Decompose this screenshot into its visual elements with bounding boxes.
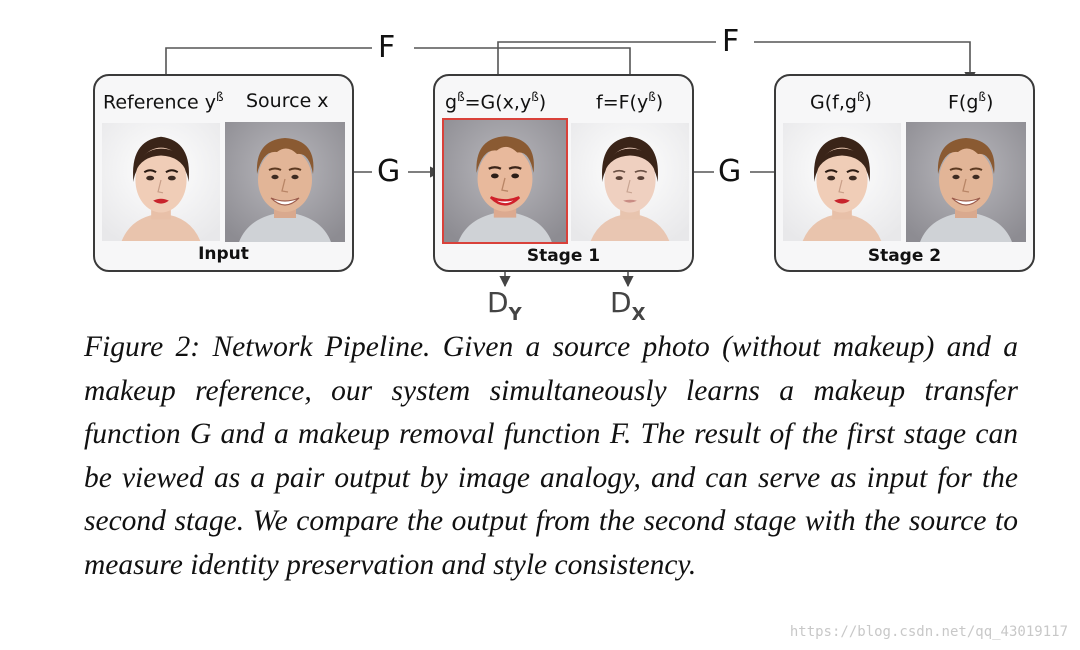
discriminator-x: DX <box>610 286 646 325</box>
stage2-f-label: F(gß) <box>948 90 994 114</box>
f-label-right: F <box>722 24 740 59</box>
discriminator-y: DY <box>487 286 522 325</box>
stage2-woman-photo <box>783 122 901 242</box>
stage2-caption: Stage 2 <box>867 246 942 266</box>
stage2-g-label: G(f,gß) <box>810 90 872 114</box>
source-photo <box>225 122 345 242</box>
f-arrow-to-stage2 <box>754 41 976 84</box>
transfer-label: gß=G(x,yß) <box>445 90 547 114</box>
f-label-left: F <box>378 30 396 65</box>
watermark: https://blog.csdn.net/qq_43019117 <box>789 624 1068 640</box>
f-arrow-to-removal <box>414 47 636 87</box>
reference-photo <box>102 122 220 242</box>
g-label-left: G <box>377 154 401 189</box>
g-label-right: G <box>718 154 742 189</box>
input-box: Reference yß Source x Input <box>93 74 354 272</box>
removal-label: f=F(yß) <box>596 90 664 114</box>
source-label: Source x <box>246 90 329 112</box>
flow-connectors <box>165 41 976 288</box>
stage2-box: G(f,gß) F(gß) Stage 2 <box>774 74 1035 272</box>
figure-caption: Figure 2: Network Pipeline. Given a sour… <box>84 331 1018 581</box>
removal-photo <box>571 122 689 242</box>
f-connector-left <box>165 47 372 74</box>
stage1-caption: Stage 1 <box>526 246 601 266</box>
input-caption: Input <box>198 244 249 264</box>
reference-label: Reference yß <box>103 90 224 114</box>
f-connector-right <box>497 41 716 74</box>
stage1-box: gß=G(x,yß) f=F(yß) Stage 1 <box>433 74 694 272</box>
transfer-photo <box>442 118 568 244</box>
stage2-man-photo <box>906 122 1026 242</box>
